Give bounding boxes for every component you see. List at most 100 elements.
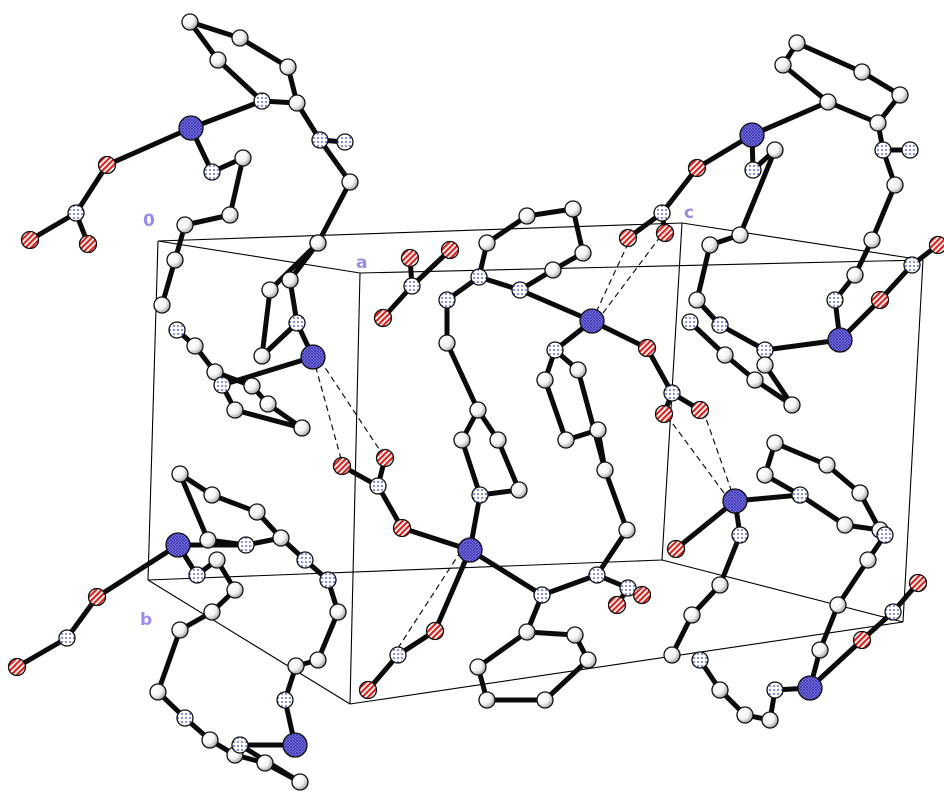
atom-ellipsoid-mark	[153, 304, 171, 314]
cell-axis-labels: 0 a b c	[140, 203, 694, 630]
atom-ellipsoid-mark	[588, 574, 606, 584]
atom-ellipsoid-mark	[566, 634, 584, 644]
atom-ellipsoid-mark	[166, 259, 184, 269]
atom-ellipsoid-mark	[826, 299, 844, 309]
atom-ellipsoid-mark	[231, 744, 249, 754]
atom-ellipsoid-mark	[165, 544, 191, 558]
atom-ellipsoid-mark	[168, 329, 186, 339]
atom-ellipsoid-mark	[329, 611, 347, 621]
atom-ellipsoid-mark	[736, 714, 754, 724]
bond	[717, 532, 743, 588]
bond	[14, 635, 70, 670]
atom-ellipsoid-mark	[869, 122, 887, 132]
oxygen-atom	[97, 155, 117, 175]
atom-ellipsoid-mark	[231, 37, 249, 47]
atom-ellipsoid-mark	[188, 574, 206, 584]
atom-ellipsoid-mark	[469, 666, 487, 676]
atom-ellipsoid-mark	[259, 403, 277, 413]
atom-ellipsoid-mark	[731, 234, 749, 244]
bond	[94, 542, 181, 600]
atom-ellipsoid-mark	[226, 409, 244, 419]
oxygen-atom	[655, 223, 675, 243]
cell-edge	[359, 259, 924, 274]
atom-ellipsoid-mark	[766, 442, 784, 452]
bond	[694, 242, 713, 303]
atom-ellipsoid-mark	[457, 549, 483, 563]
oxygen-atom	[637, 338, 657, 358]
atom-ellipsoid-mark	[756, 474, 774, 484]
atom-ellipsoid-mark	[489, 439, 507, 449]
atom-ellipsoid-mark	[536, 379, 554, 389]
atom-ellipsoid-mark	[67, 212, 85, 222]
atom-ellipsoid-mark	[711, 324, 729, 334]
atom-ellipsoid-mark	[470, 276, 488, 286]
atom-ellipsoid-mark	[300, 356, 326, 370]
oxygen-atom	[392, 518, 412, 538]
atom-ellipsoid-mark	[716, 354, 734, 364]
hydrogen-bond	[319, 359, 386, 459]
bond	[315, 179, 353, 246]
atom-ellipsoid-mark	[234, 157, 252, 167]
bond	[155, 627, 183, 695]
bond	[459, 437, 483, 498]
atom-ellipsoid-mark	[891, 94, 909, 104]
cell-edge	[147, 559, 663, 581]
oxygen-atom	[425, 621, 445, 641]
atom-ellipsoid-mark	[341, 181, 359, 191]
atom-ellipsoid-mark	[859, 559, 877, 569]
oxygen-atom	[20, 230, 40, 250]
bond	[517, 287, 595, 324]
bond	[737, 147, 778, 238]
atom-ellipsoid-mark	[311, 139, 329, 149]
bond	[444, 340, 481, 413]
atom-ellipsoid-mark	[176, 224, 194, 234]
cell-edge	[157, 222, 683, 242]
atom-ellipsoid-mark	[279, 66, 297, 76]
atom-ellipsoid-mark	[663, 654, 681, 664]
atom-ellipsoid-mark	[688, 299, 706, 309]
oxygen-atom	[654, 404, 674, 424]
atom-ellipsoid-mark	[596, 469, 614, 479]
hydrogen-bond	[596, 232, 664, 322]
atom-ellipsoid-mark	[287, 665, 305, 675]
oxygen-atom	[666, 539, 686, 559]
bond	[772, 440, 830, 468]
atom-ellipsoid-mark	[272, 537, 290, 547]
bond	[797, 492, 848, 528]
oxygen-atom	[618, 228, 638, 248]
cell-edge	[902, 259, 924, 623]
atom-ellipsoid-mark	[237, 544, 255, 554]
oxygen-atom	[78, 234, 98, 254]
atom-ellipsoid-mark	[811, 649, 829, 659]
atoms	[7, 13, 944, 791]
cell-edge	[681, 222, 924, 261]
atom-ellipsoid-mark	[546, 349, 564, 359]
atom-ellipsoid-mark	[579, 320, 605, 334]
atom-ellipsoid-mark	[256, 762, 274, 772]
atom-ellipsoid-mark	[208, 559, 226, 569]
atom-ellipsoid-mark	[309, 242, 327, 252]
atom-ellipsoid-mark	[478, 242, 496, 252]
atom-ellipsoid-mark	[309, 659, 327, 669]
bond	[215, 57, 265, 104]
bond	[825, 99, 881, 126]
cell-edge	[661, 559, 904, 623]
atom-ellipsoid-mark	[827, 339, 853, 353]
atom-ellipsoid-mark	[518, 631, 536, 641]
atom-ellipsoid-mark	[253, 355, 271, 365]
atom-ellipsoid-mark	[296, 559, 314, 569]
hydrogen-bond	[702, 409, 736, 502]
oxygen-atom	[358, 680, 378, 700]
atom-ellipsoid-mark	[846, 274, 864, 284]
atom-ellipsoid-mark	[181, 21, 199, 31]
bond	[602, 467, 630, 533]
atom-ellipsoid-mark	[511, 289, 529, 299]
atom-ellipsoid-mark	[176, 717, 194, 727]
oxygen-atom	[400, 248, 420, 268]
atom-ellipsoid-mark	[711, 689, 729, 699]
oxygen-atom	[852, 630, 872, 650]
oxygen-atom	[632, 585, 652, 605]
bond	[188, 98, 265, 131]
atom-ellipsoid-mark	[291, 781, 309, 791]
